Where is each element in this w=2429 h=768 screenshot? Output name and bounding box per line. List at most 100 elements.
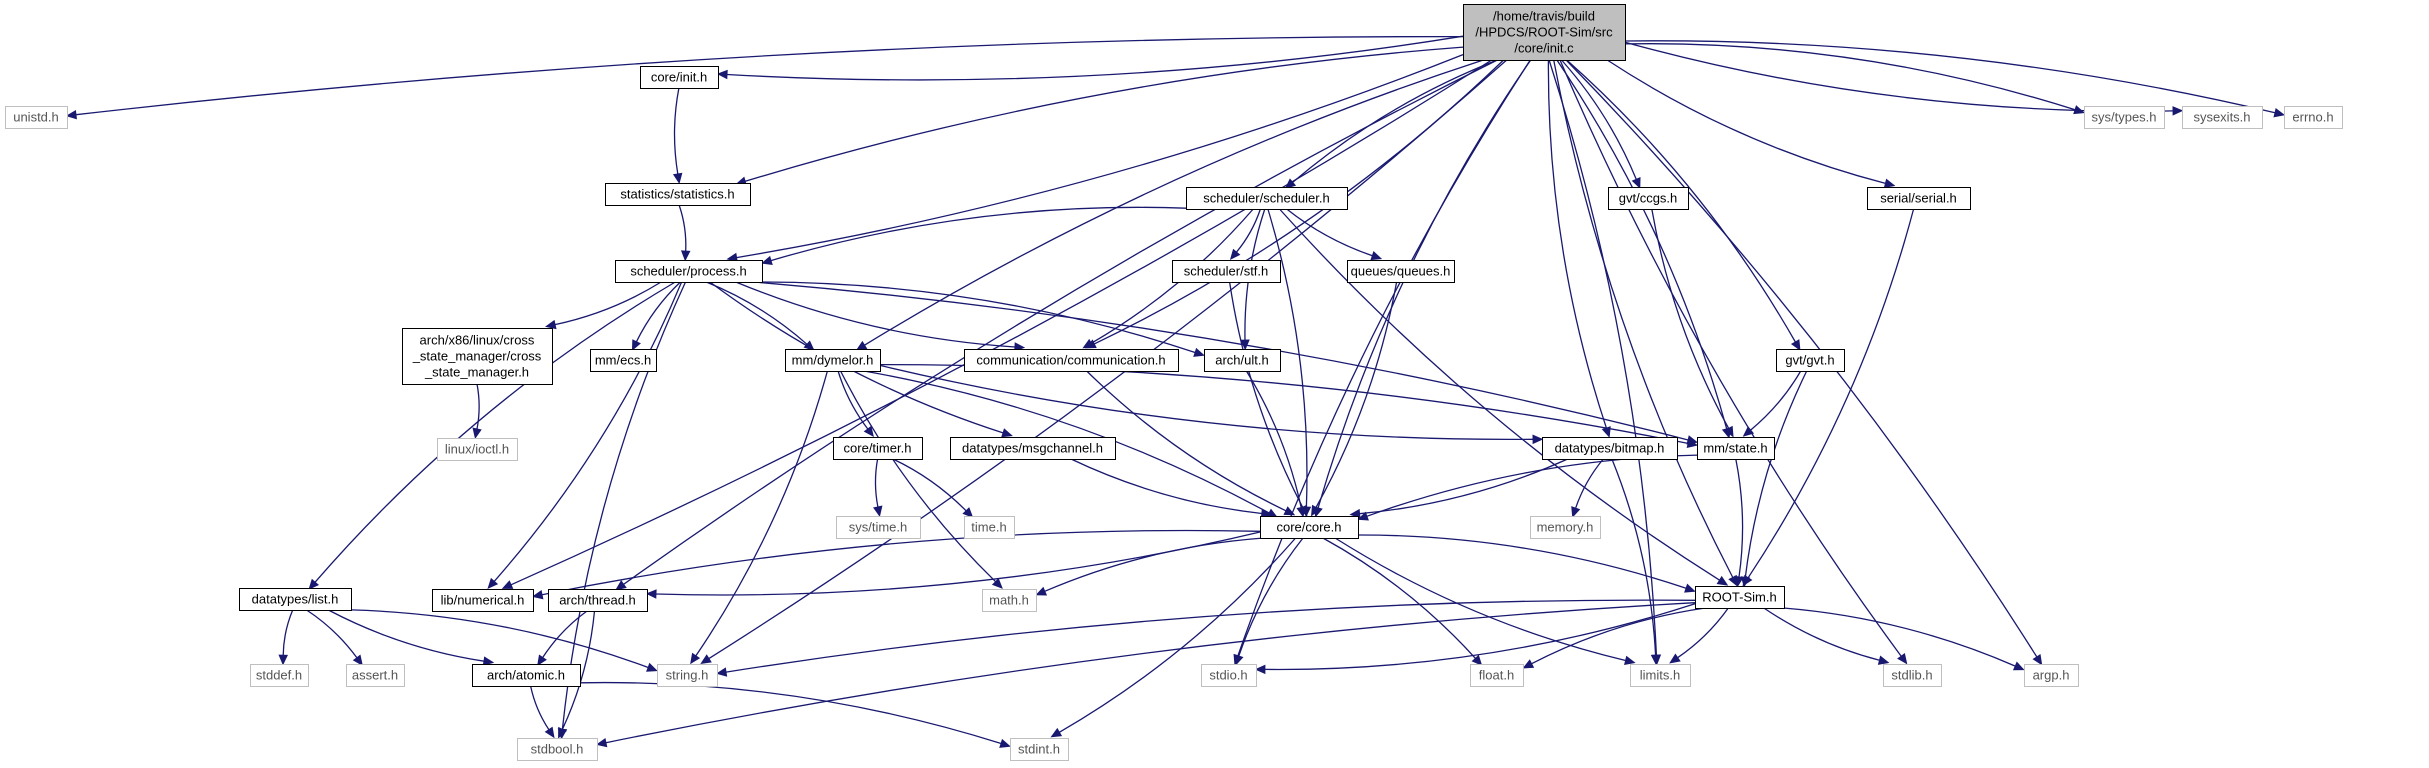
edge-rootsim-to-stdlib [1763,607,1890,665]
edge-line [1366,454,1698,517]
node-box [1463,4,1626,61]
edge-line [1559,59,1902,657]
edge-queues-to-core_core [1310,281,1398,517]
node-msgchannel[interactable]: datatypes/msgchannel.h [950,437,1116,460]
edge-msgchannel-to-core_core [1070,458,1273,519]
node-linux-ioctl: linux/ioctl.h [437,438,518,461]
node-box [1697,437,1775,460]
edge-dymelor-to-string [690,370,829,665]
node-dt-list[interactable]: datatypes/list.h [239,588,352,611]
edge-arrowhead [962,507,974,519]
edge-line [879,363,1689,445]
node-arch-thread[interactable]: arch/thread.h [548,589,648,612]
edge-line [635,281,681,343]
node-box [1630,664,1691,687]
node-box [402,328,553,385]
edge-arrowhead [487,577,499,590]
edge-arrowhead [1571,506,1581,518]
edge-line [328,609,485,662]
edge-arrowhead [595,737,608,748]
edge-line [753,281,1689,441]
edge-line [892,458,967,512]
edge-line [314,281,676,583]
edge-scheduler-to-queues [1286,208,1383,261]
nodes-layer: /home/travis/build/HPDCS/ROOT-Sim/src/co… [5,4,2343,761]
node-box [1010,738,1069,761]
edge-line [1322,537,1476,659]
edge-line [874,458,879,508]
node-mm-ecs[interactable]: mm/ecs.h [590,349,657,372]
node-process[interactable]: scheduler/process.h [615,260,763,283]
edge-line [1611,458,1657,656]
node-core-core[interactable]: core/core.h [1260,516,1359,539]
edge-arrowhead [991,578,1003,589]
node-arch-atomic[interactable]: arch/atomic.h [472,664,581,687]
edge-core_timer-to-sys_time [873,458,883,517]
edge-line [1624,43,2076,111]
edge-arrowhead [1631,177,1641,189]
edge-core_core-to-limits [1334,537,1636,666]
node-communication[interactable]: communication/communication.h [964,349,1179,372]
node-sys-types: sys/types.h [2084,106,2165,129]
edge-line [678,204,687,252]
edge-init_c-to-stdlib [1559,59,1908,665]
edge-scheduler-to-rootsim [1279,208,1729,586]
edge-line [1565,59,2038,658]
node-label: arch/x86/linux/cross [420,333,535,348]
node-label: datatypes/msgchannel.h [962,441,1103,456]
node-label: limits.h [1640,668,1680,683]
edge-arrowhead [278,654,288,666]
node-label: gvt/gvt.h [1785,353,1834,368]
node-label: stdlib.h [1891,668,1932,683]
node-dymelor[interactable]: mm/dymelor.h [785,349,881,372]
edge-arrowhead [999,738,1011,748]
edge-line [840,370,997,583]
edge-line [1747,208,1915,579]
node-core-timer[interactable]: core/timer.h [833,437,923,460]
edge-arrowhead [544,726,555,739]
node-statistics[interactable]: statistics/statistics.h [605,183,751,206]
edge-init_c-to-arch_thread [615,59,1498,591]
node-label: communication/communication.h [976,353,1165,368]
node-scheduler[interactable]: scheduler/scheduler.h [1186,187,1348,210]
edge-arrowhead [1035,586,1048,596]
node-sched-stf[interactable]: scheduler/stf.h [1172,260,1281,283]
edge-init_c-to-dymelor [855,59,1484,351]
edge-init_c-to-unistd [65,35,1464,120]
node-box [472,664,581,687]
node-box [1542,437,1678,460]
node-gvt-ccgs[interactable]: gvt/ccgs.h [1608,187,1689,210]
node-box [1470,664,1524,687]
edge-arrowhead [1532,434,1544,445]
node-label: argp.h [2033,668,2070,683]
node-gvt-gvt[interactable]: gvt/gvt.h [1776,349,1845,372]
edge-arrowhead [1669,653,1681,664]
node-init-c[interactable]: /home/travis/build/HPDCS/ROOT-Sim/src/co… [1463,4,1626,61]
node-numerical[interactable]: lib/numerical.h [432,589,534,612]
edge-init_c-to-sys_types [1624,43,2085,115]
node-arch-ult[interactable]: arch/ult.h [1204,349,1281,372]
node-box [432,589,534,612]
node-rootsim[interactable]: ROOT-Sim.h [1695,586,1785,609]
edge-process-to-arch_ult [756,281,1205,357]
node-queues[interactable]: queues/queues.h [1347,260,1455,283]
edge-core_core-to-stdint [1050,537,1297,738]
edge-init_c-to-errno [1624,40,2285,118]
edge-line [542,610,588,658]
node-core-init-h[interactable]: core/init.h [640,66,719,89]
node-label: float.h [1479,668,1514,683]
edge-line [1624,41,2174,112]
node-serial[interactable]: serial/serial.h [1867,187,1971,210]
node-bitmap[interactable]: datatypes/bitmap.h [1542,437,1678,460]
edge-arrowhead [2032,653,2043,666]
edge-line [1279,208,1720,581]
edge-line [735,281,1016,348]
node-mm-state[interactable]: mm/state.h [1697,437,1775,460]
node-limits: limits.h [1630,664,1691,687]
edge-rootsim-to-argp [1783,607,2025,671]
node-cross-state[interactable]: arch/x86/linux/cross_state_manager/cross… [402,328,553,385]
edge-line [1735,458,1744,578]
edge-arrowhead [631,339,641,351]
node-box [2284,106,2343,129]
node-label: /home/travis/build [1493,9,1595,24]
